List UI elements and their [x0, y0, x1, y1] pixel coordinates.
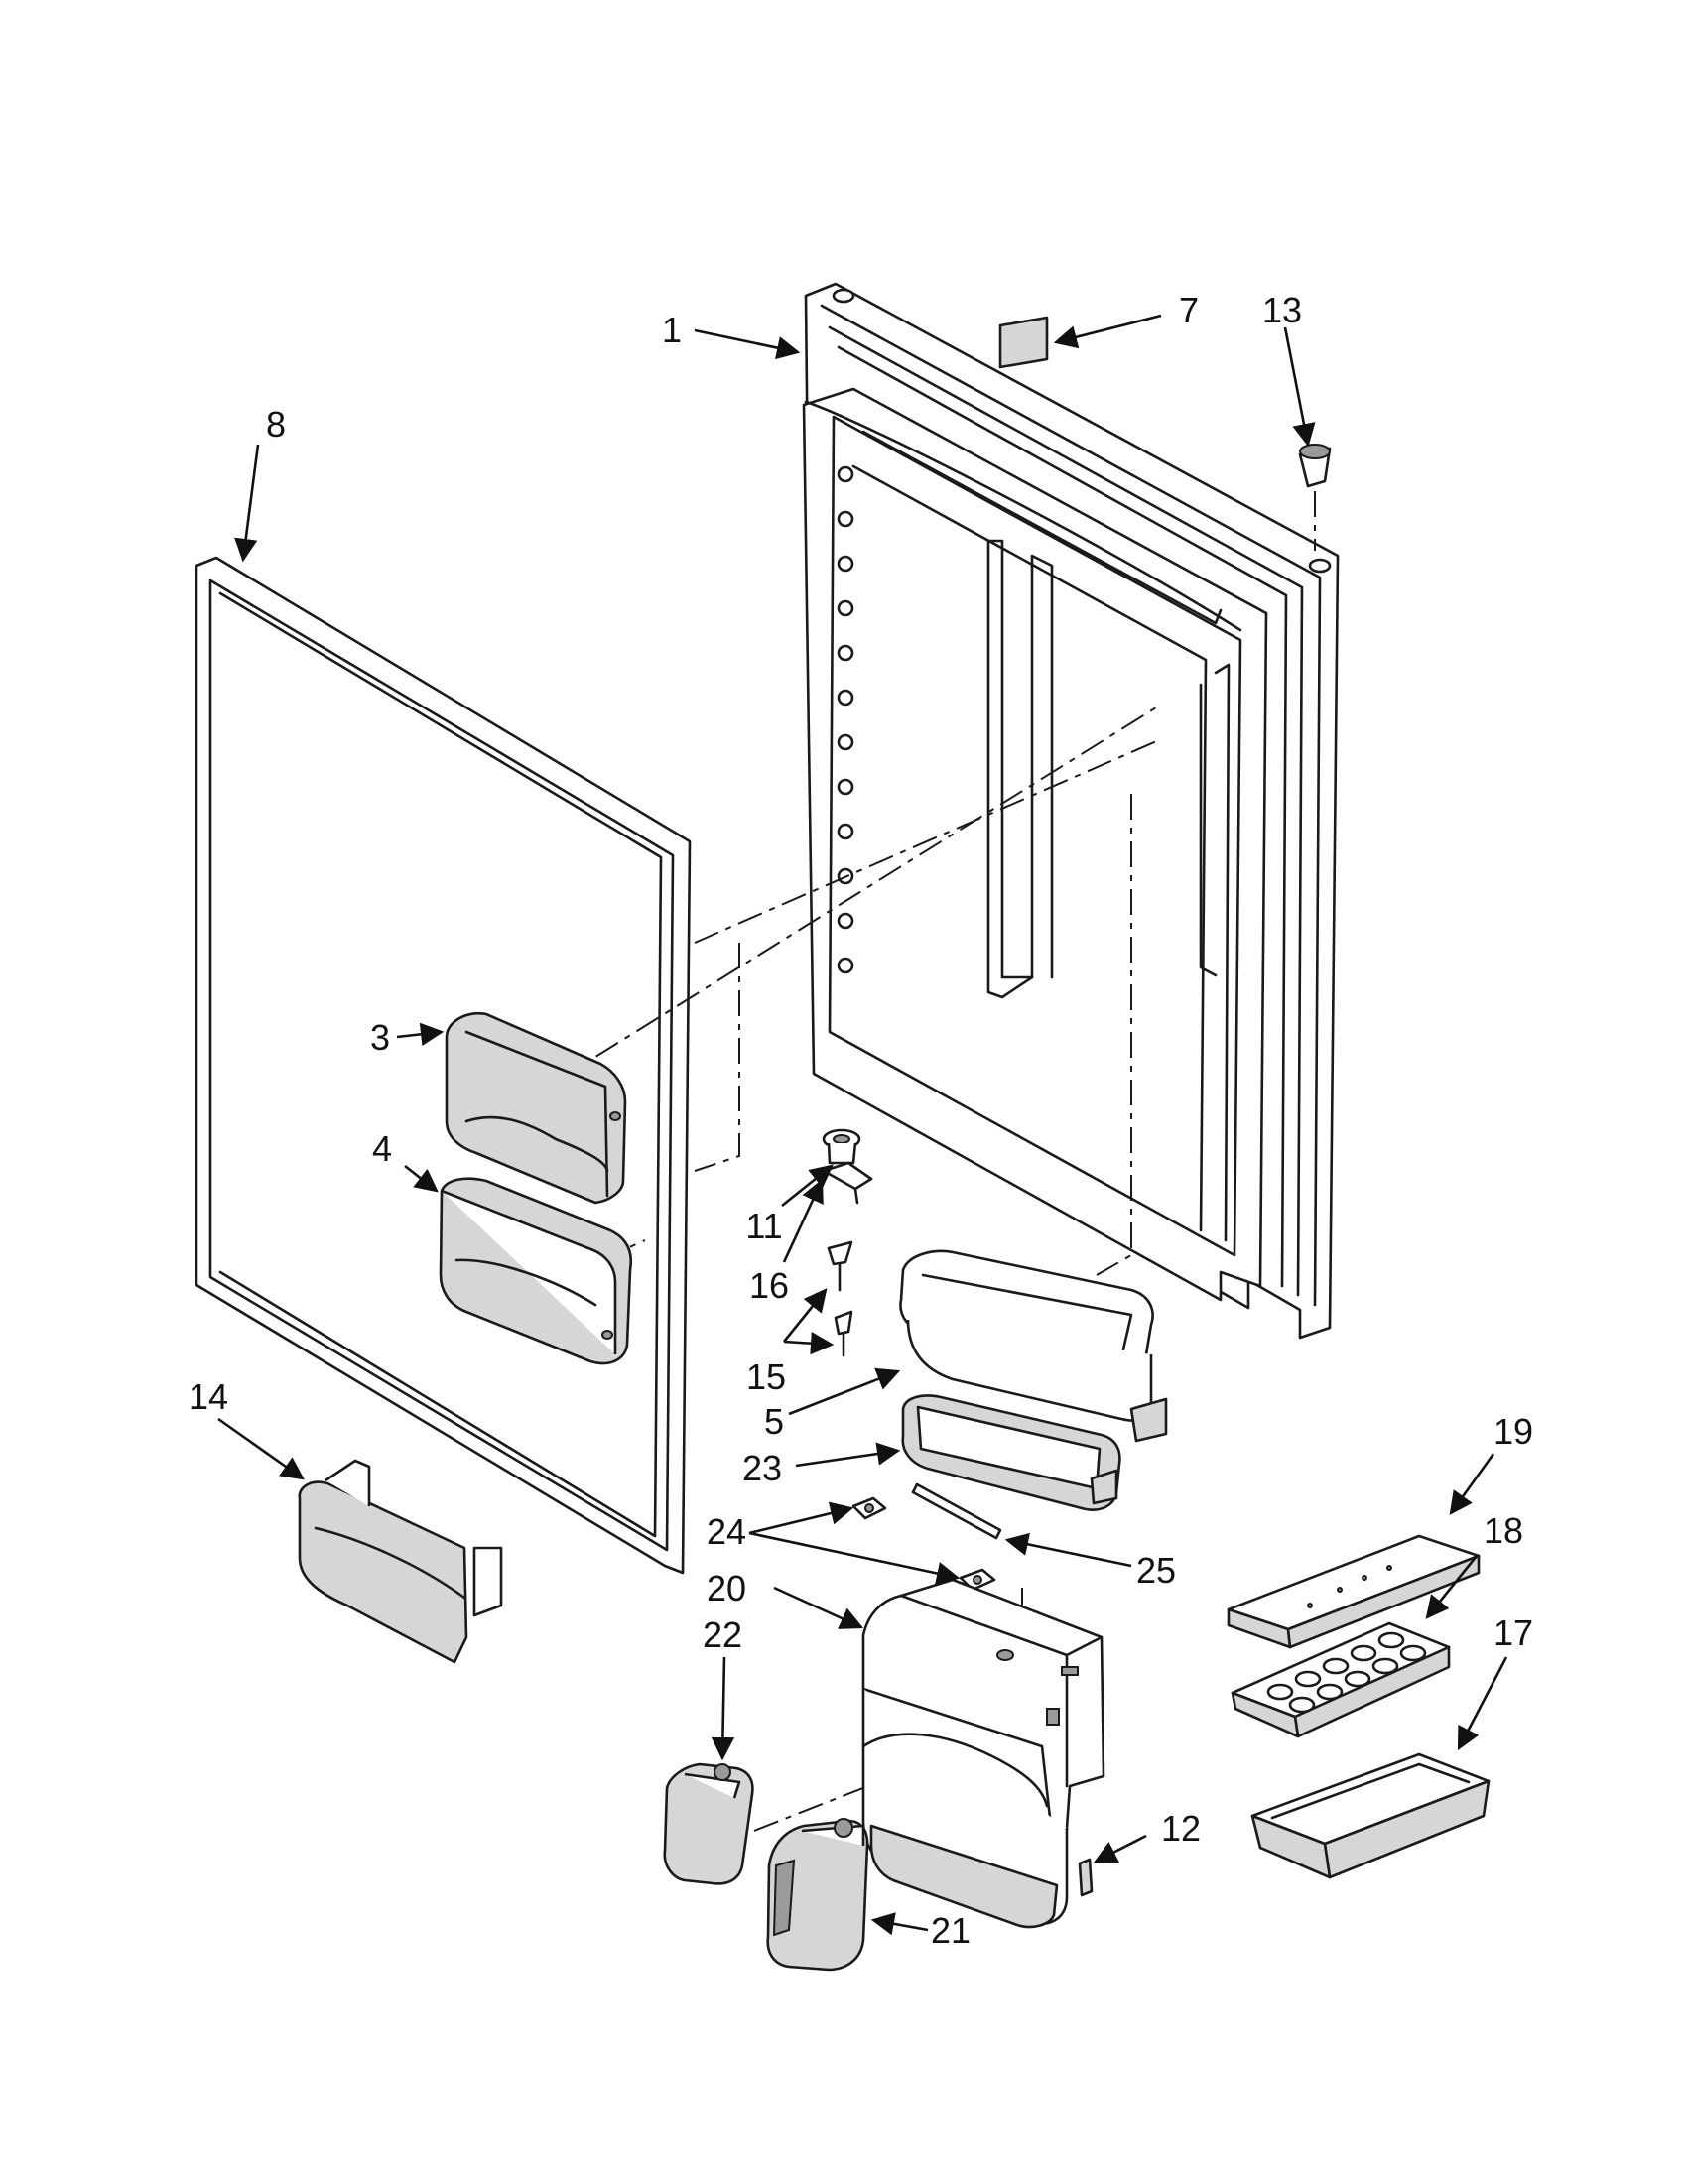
part-12-clip: [1078, 1858, 1094, 1897]
callout-7: 7: [1179, 290, 1199, 330]
callout-23: 23: [742, 1448, 782, 1488]
callout-5: 5: [764, 1401, 784, 1442]
part-18-egg-tray: [1231, 1621, 1451, 1738]
part-11-hinge-bushing: [822, 1128, 861, 1165]
leader-arrows: [217, 314, 1508, 1936]
part-14-door-bin: [298, 1459, 503, 1664]
part-25-rod: [911, 1482, 1002, 1540]
part-20-dispenser-housing: [861, 1578, 1105, 1929]
part-8-gasket: [195, 556, 692, 1575]
shelf-support-bumps: [837, 465, 854, 974]
part-24-clips: [851, 1496, 996, 1592]
callout-24: 24: [707, 1511, 746, 1552]
callout-25: 25: [1136, 1550, 1176, 1591]
part-1-door: [802, 282, 1340, 1340]
callout-22: 22: [703, 1614, 742, 1655]
part-19-tray-cover: [1227, 1534, 1481, 1649]
callout-8: 8: [266, 404, 286, 445]
part-5-shelf-bin: [899, 1249, 1168, 1443]
part-13-cap: [1298, 444, 1332, 551]
callout-11: 11: [745, 1206, 782, 1246]
callout-13: 13: [1262, 290, 1302, 330]
callout-12: 12: [1161, 1808, 1201, 1849]
callout-1: 1: [662, 310, 682, 350]
part-3-dairy-door: [445, 1011, 627, 1205]
part-17-butter-tray: [1250, 1752, 1491, 1879]
callout-4: 4: [372, 1128, 392, 1169]
part-15-screws: [827, 1240, 853, 1357]
callout-14: 14: [189, 1376, 228, 1417]
callout-20: 20: [707, 1568, 746, 1608]
callout-19: 19: [1493, 1411, 1533, 1452]
callout-17: 17: [1493, 1612, 1533, 1653]
part-7-label: [998, 316, 1049, 369]
callout-18: 18: [1484, 1510, 1523, 1551]
part-21-dispenser-cover: [766, 1818, 869, 1972]
callout-15: 15: [746, 1356, 786, 1397]
part-22-dispenser-cover: [663, 1762, 754, 1885]
part-4-dairy-bin: [439, 1177, 632, 1365]
callout-16: 16: [749, 1265, 789, 1306]
callout-3: 3: [370, 1017, 390, 1058]
callout-labels: 1 7 13 8 3 4 11 16 15 5 23 24 25 20 22 2…: [189, 290, 1533, 1951]
callout-21: 21: [931, 1910, 971, 1951]
part-16-hinge-bracket: [822, 1161, 873, 1205]
part-23-bin: [901, 1394, 1121, 1511]
